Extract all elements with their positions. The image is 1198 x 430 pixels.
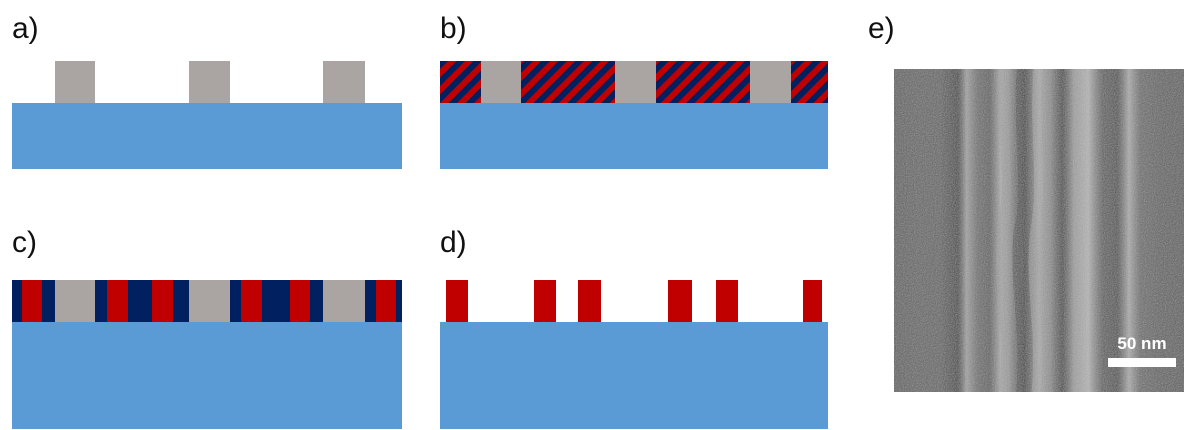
- block-red: [376, 280, 396, 322]
- line-feature: [716, 280, 738, 322]
- panel-label-a: a): [12, 12, 39, 45]
- substrate: [440, 322, 828, 429]
- guide-pattern: [323, 280, 365, 322]
- scale-bar: [1108, 358, 1176, 367]
- substrate: [12, 103, 402, 169]
- guide-pattern: [55, 280, 95, 322]
- guide-pattern: [750, 61, 791, 103]
- substrate: [440, 103, 828, 169]
- line-feature: [446, 280, 468, 322]
- block-red: [152, 280, 173, 322]
- substrate: [12, 322, 402, 429]
- sem-image: [894, 68, 1184, 393]
- line-feature: [578, 280, 601, 322]
- panel-c: [12, 280, 402, 429]
- block-red: [290, 280, 310, 322]
- guide-pattern: [189, 61, 230, 103]
- guide-pattern: [481, 61, 521, 103]
- panel-a: [12, 61, 402, 169]
- block-red: [22, 280, 42, 322]
- panel-label-d: d): [440, 226, 467, 259]
- panel-label-e: e): [868, 12, 895, 45]
- line-feature: [668, 280, 692, 322]
- block-red: [241, 280, 262, 322]
- guide-pattern: [55, 61, 95, 103]
- panel-b: [440, 61, 828, 169]
- guide-pattern: [323, 61, 365, 103]
- line-feature: [803, 280, 822, 322]
- scale-bar-label: 50 nm: [1117, 334, 1166, 353]
- panel-d: [440, 280, 828, 429]
- guide-pattern: [615, 61, 656, 103]
- panel-label-c: c): [12, 226, 37, 259]
- guide-pattern: [189, 280, 230, 322]
- panel-label-b: b): [440, 12, 467, 45]
- block-red: [107, 280, 128, 322]
- line-feature: [534, 280, 556, 322]
- panel-e: 50 nm: [894, 68, 1184, 393]
